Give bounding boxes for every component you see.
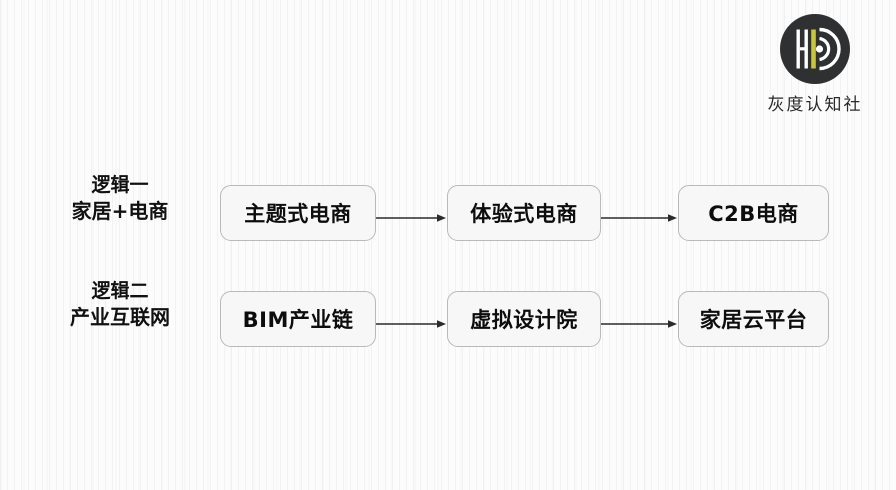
row-2-label-line1: 逻辑二 (91, 280, 149, 302)
node-row1-col1[interactable]: 主题式电商 (220, 185, 376, 241)
row-2-label: 逻辑二 产业互联网 (36, 279, 204, 330)
node-row2-col2[interactable]: 虚拟设计院 (447, 291, 601, 347)
node-row1-col2[interactable]: 体验式电商 (447, 185, 601, 241)
brand-logo: 灰度认知社 (756, 12, 874, 115)
arrow-row1-2-to-3 (601, 213, 678, 223)
row-1-label-line2: 家居+电商 (71, 199, 169, 224)
arrow-row2-1-to-2 (376, 319, 447, 329)
hd-monogram-icon (780, 14, 850, 84)
node-row2-col3[interactable]: 家居云平台 (678, 291, 829, 347)
row-1-label: 逻辑一 家居+电商 (36, 173, 204, 224)
arrow-row1-1-to-2 (376, 213, 447, 223)
node-row2-col1[interactable]: BIM产业链 (220, 291, 376, 347)
arrow-row2-2-to-3 (601, 319, 678, 329)
flow-row-2: 逻辑二 产业互联网 BIM产业链 虚拟设计院 家居云平台 (0, 280, 896, 349)
flow-row-1: 逻辑一 家居+电商 主题式电商 体验式电商 C2B电商 (0, 174, 896, 243)
row-1-label-line1: 逻辑一 (91, 174, 149, 196)
brand-wordmark: 灰度认知社 (767, 95, 863, 115)
node-row1-col3[interactable]: C2B电商 (678, 185, 829, 241)
row-2-label-line2: 产业互联网 (70, 305, 170, 330)
